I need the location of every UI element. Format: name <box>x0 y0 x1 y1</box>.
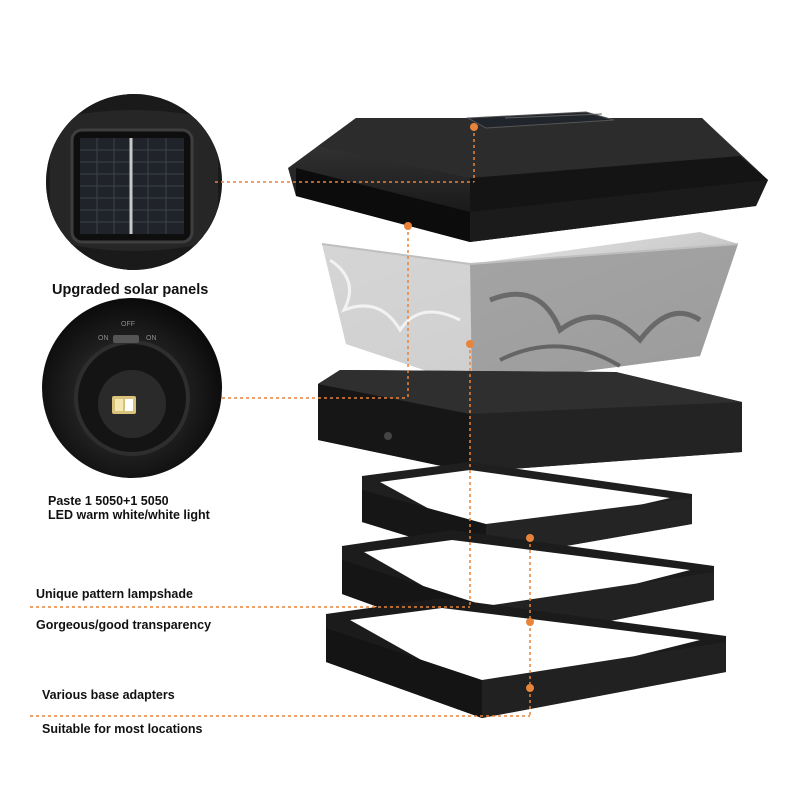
callout-dot-adapter-2 <box>526 618 534 626</box>
callout-led-label-line2: LED warm white/white light <box>48 508 210 522</box>
callout-dot-shade <box>466 340 474 348</box>
callout-dot-adapter-3 <box>526 684 534 692</box>
lamp-base-icon <box>318 370 742 472</box>
lampshade-icon <box>321 232 739 386</box>
callout-shade-label-line1: Unique pattern lampshade <box>36 587 193 601</box>
callout-dot-adapter-1 <box>526 534 534 542</box>
switch-off-label: OFF <box>121 321 135 328</box>
lamp-cap-icon <box>288 111 768 242</box>
callout-dot-led <box>404 222 412 230</box>
callout-base-label-line1: Various base adapters <box>42 688 175 702</box>
switch-on-right-label: ON <box>146 335 157 342</box>
callout-lines <box>30 127 531 717</box>
solar-panel-closeup-icon <box>46 94 222 270</box>
callout-solar-label: Upgraded solar panels <box>52 282 209 298</box>
led-switch-closeup-icon <box>42 298 222 478</box>
callout-dots <box>404 123 534 692</box>
switch-on-left-label: ON <box>98 335 109 342</box>
callout-led-label-line1: Paste 1 5050+1 5050 <box>48 494 169 508</box>
callout-base-label-line2: Suitable for most locations <box>42 722 203 736</box>
callout-shade-label-line2: Gorgeous/good transparency <box>36 618 212 632</box>
base-adapter-3-icon <box>326 598 726 718</box>
callout-dot-solar <box>470 123 478 131</box>
